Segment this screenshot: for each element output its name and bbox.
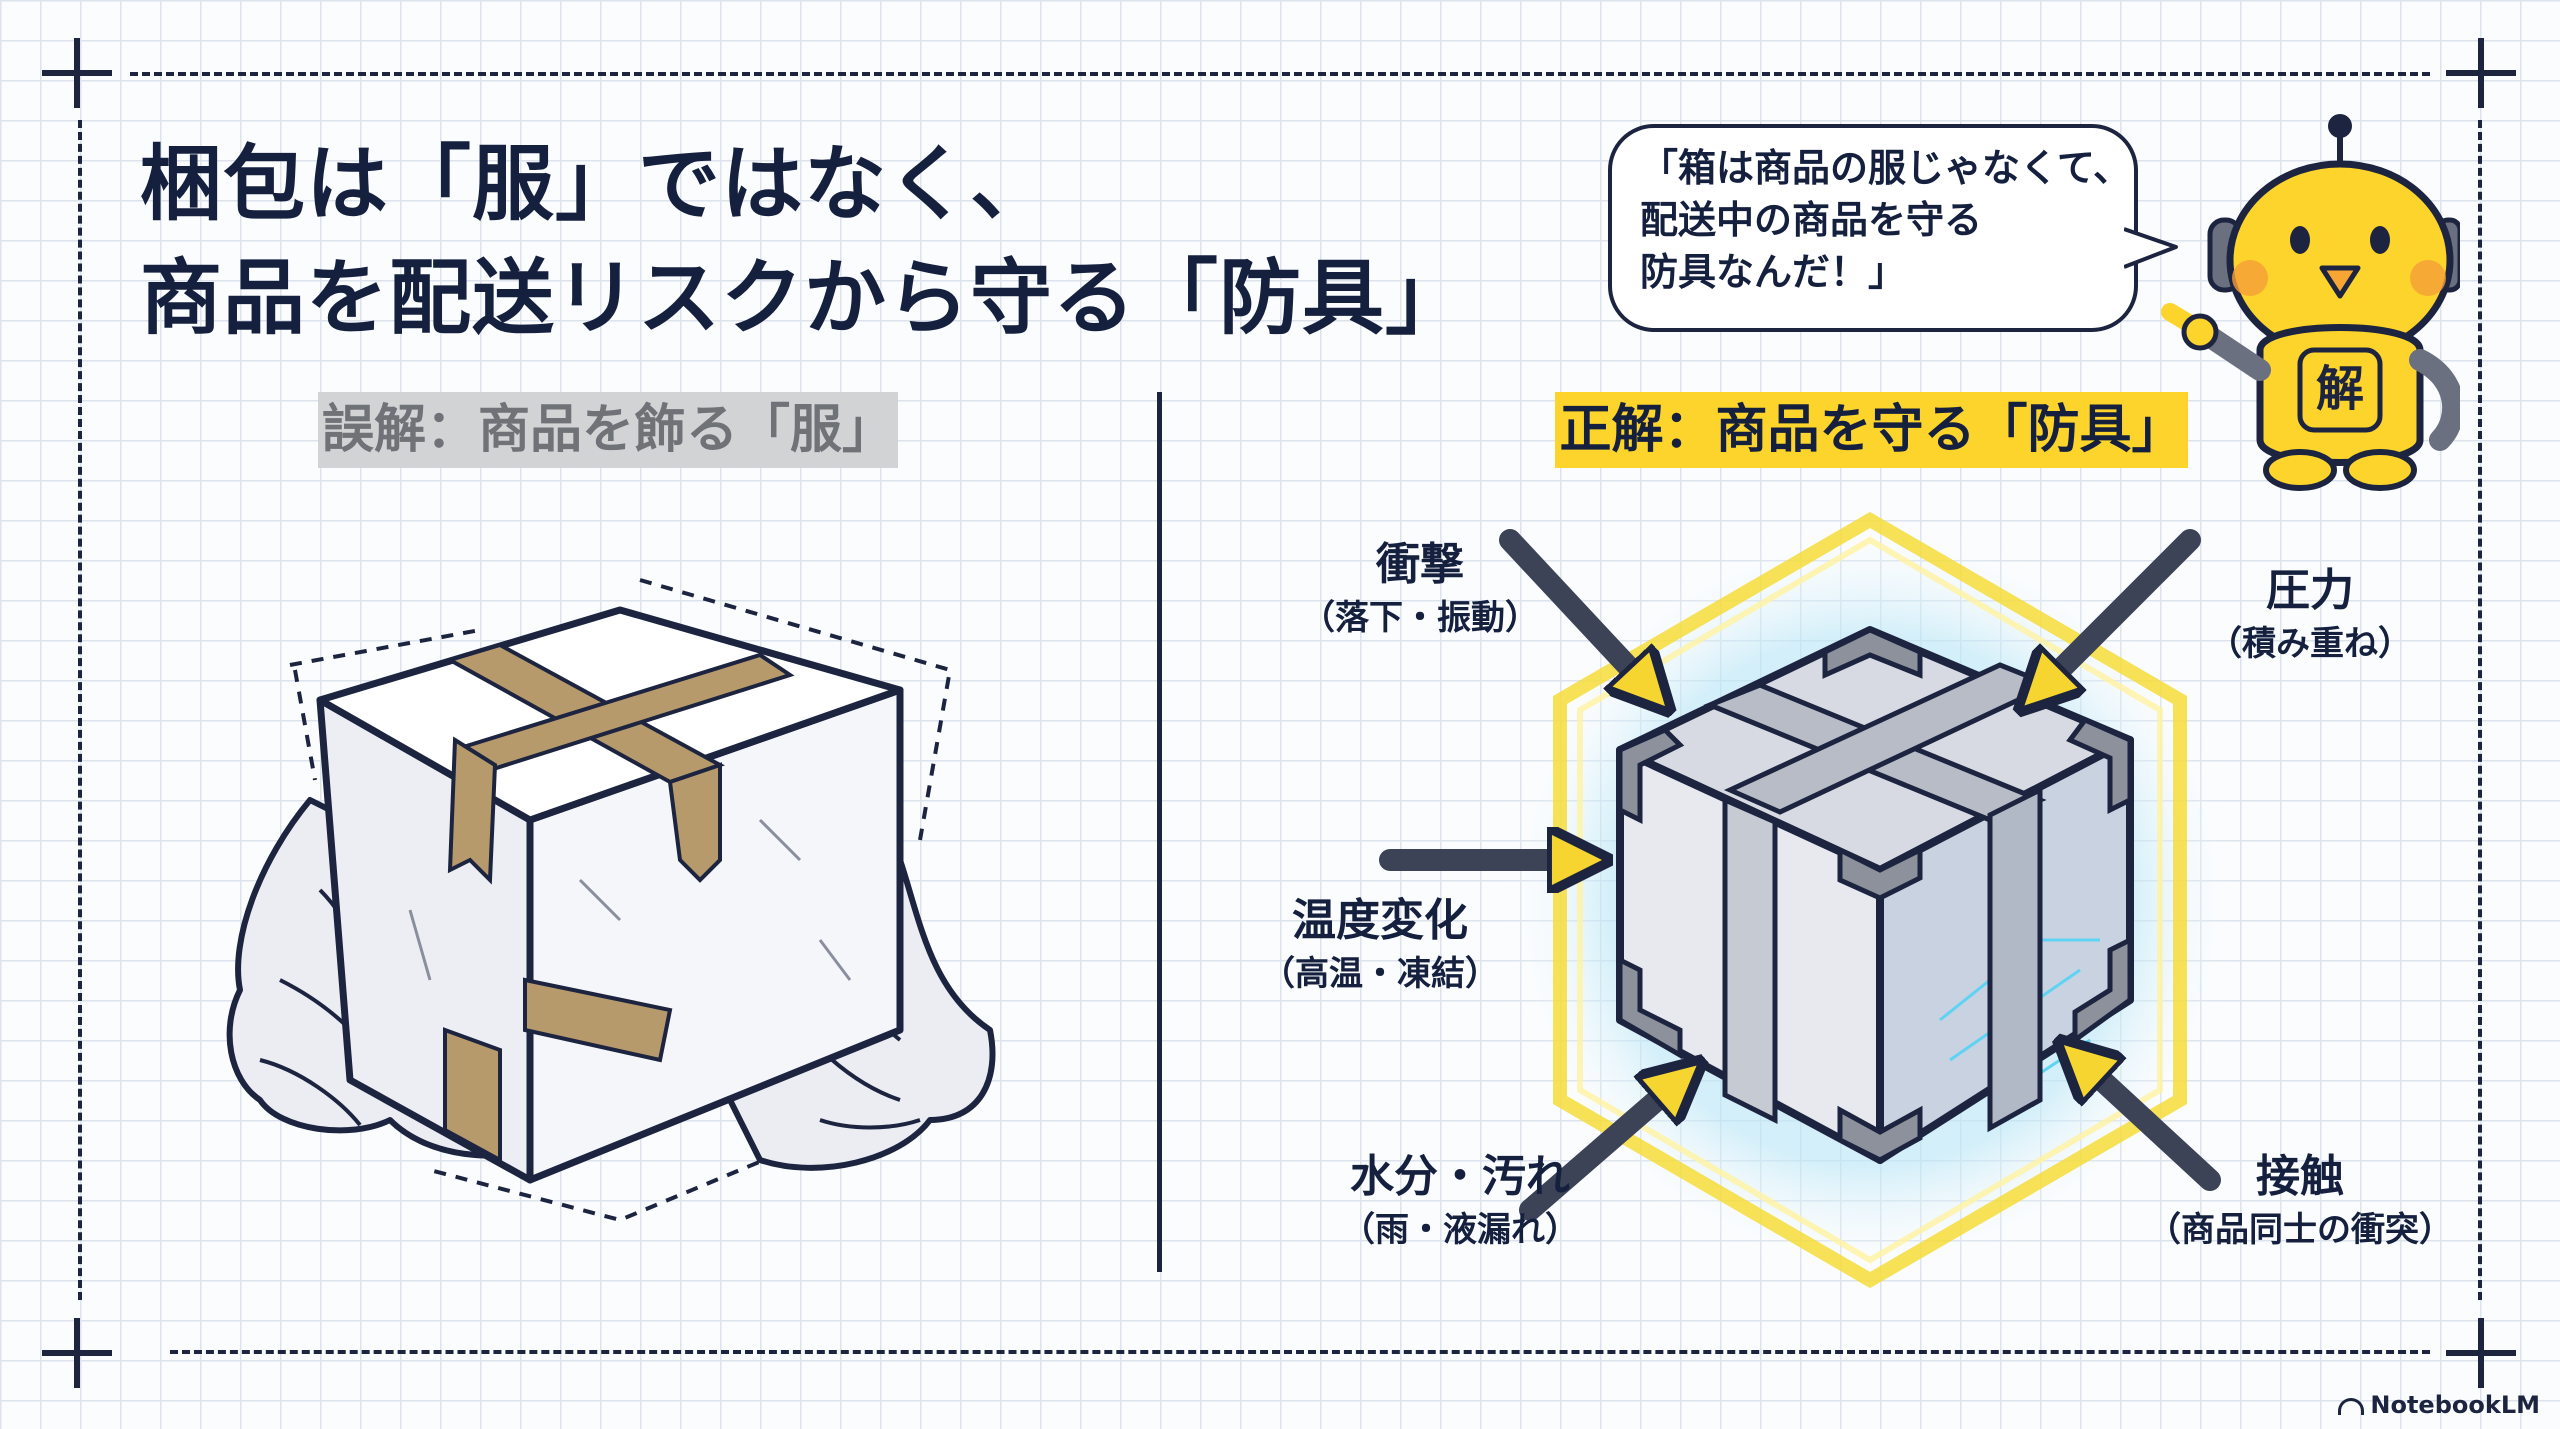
moisture-arrow <box>1519 1080 1680 1221</box>
risk-impact: 衝撃 （落下・振動） <box>1300 536 1540 642</box>
frame-top-line <box>130 72 2430 76</box>
risk-impact-detail: （落下・振動） <box>1301 598 1539 638</box>
frame-bottom-line <box>170 1350 2430 1354</box>
risk-moisture-title: 水分・汚れ <box>1350 1151 1570 1202</box>
page-title: 梱包は「服」ではなく、 商品を配送リスクから守る「防具」 <box>140 128 1468 356</box>
risk-pressure: 圧力 （積み重ね） <box>2180 562 2440 668</box>
contact-arrow <box>2080 1060 2221 1191</box>
corner-cross-tr <box>2446 38 2516 108</box>
speech-bubble-tail <box>2124 227 2178 269</box>
risk-impact-title: 衝撃 <box>1376 539 1464 590</box>
panel-divider <box>1157 392 1162 1272</box>
risk-contact-title: 接触 <box>2256 1151 2344 1202</box>
correct-answer-label: 正解：商品を守る「防具」 <box>1555 392 2188 468</box>
speech-line-3: 防具なんだ！」 <box>1640 250 1907 294</box>
notebooklm-brand: NotebookLM <box>2338 1391 2540 1419</box>
title-line-2: 商品を配送リスクから守る「防具」 <box>140 251 1469 346</box>
title-line-1: 梱包は「服」ではなく、 <box>140 137 1054 232</box>
risk-pressure-title: 圧力 <box>2266 565 2354 616</box>
risk-moisture-detail: （雨・液漏れ） <box>1341 1210 1579 1250</box>
robot-chick-mascot: 解 <box>2161 114 2460 491</box>
risk-moisture: 水分・汚れ （雨・液漏れ） <box>1330 1148 1590 1254</box>
frame-left-line <box>78 120 82 1300</box>
corner-cross-bl <box>42 1318 112 1388</box>
risk-pressure-detail: （積み重ね） <box>2208 624 2412 664</box>
frame-right-line <box>2478 120 2482 1300</box>
speech-bubble <box>1608 124 2138 332</box>
risk-contact: 接触 （商品同士の衝突） <box>2140 1148 2460 1254</box>
risk-arrows <box>1379 529 2221 1221</box>
risk-temperature-title: 温度変化 <box>1292 895 1468 946</box>
risk-temperature: 温度変化 （高温・凍結） <box>1260 892 1500 998</box>
wrapped-box-illustration <box>226 578 996 1223</box>
misconception-label: 誤解：商品を飾る「服」 <box>318 392 898 468</box>
speech-line-1: 「箱は商品の服じゃなくて、 <box>1640 146 2131 190</box>
risk-temperature-detail: （高温・凍結） <box>1261 954 1499 994</box>
risk-contact-detail: （商品同士の衝突） <box>2147 1210 2453 1250</box>
corner-cross-br <box>2446 1318 2516 1388</box>
speech-line-2: 配送中の商品を守る <box>1640 198 1983 242</box>
speech-bubble-text: 「箱は商品の服じゃなくて、 配送中の商品を守る 防具なんだ！」 <box>1640 142 2131 298</box>
notebooklm-logo-icon <box>2338 1397 2365 1415</box>
corner-cross-tl <box>42 38 112 108</box>
mascot-badge-text: 解 <box>2316 361 2364 417</box>
impact-arrow <box>1499 529 1650 690</box>
pressure-arrow <box>2040 529 2201 690</box>
brand-label: NotebookLM <box>2370 1391 2540 1419</box>
